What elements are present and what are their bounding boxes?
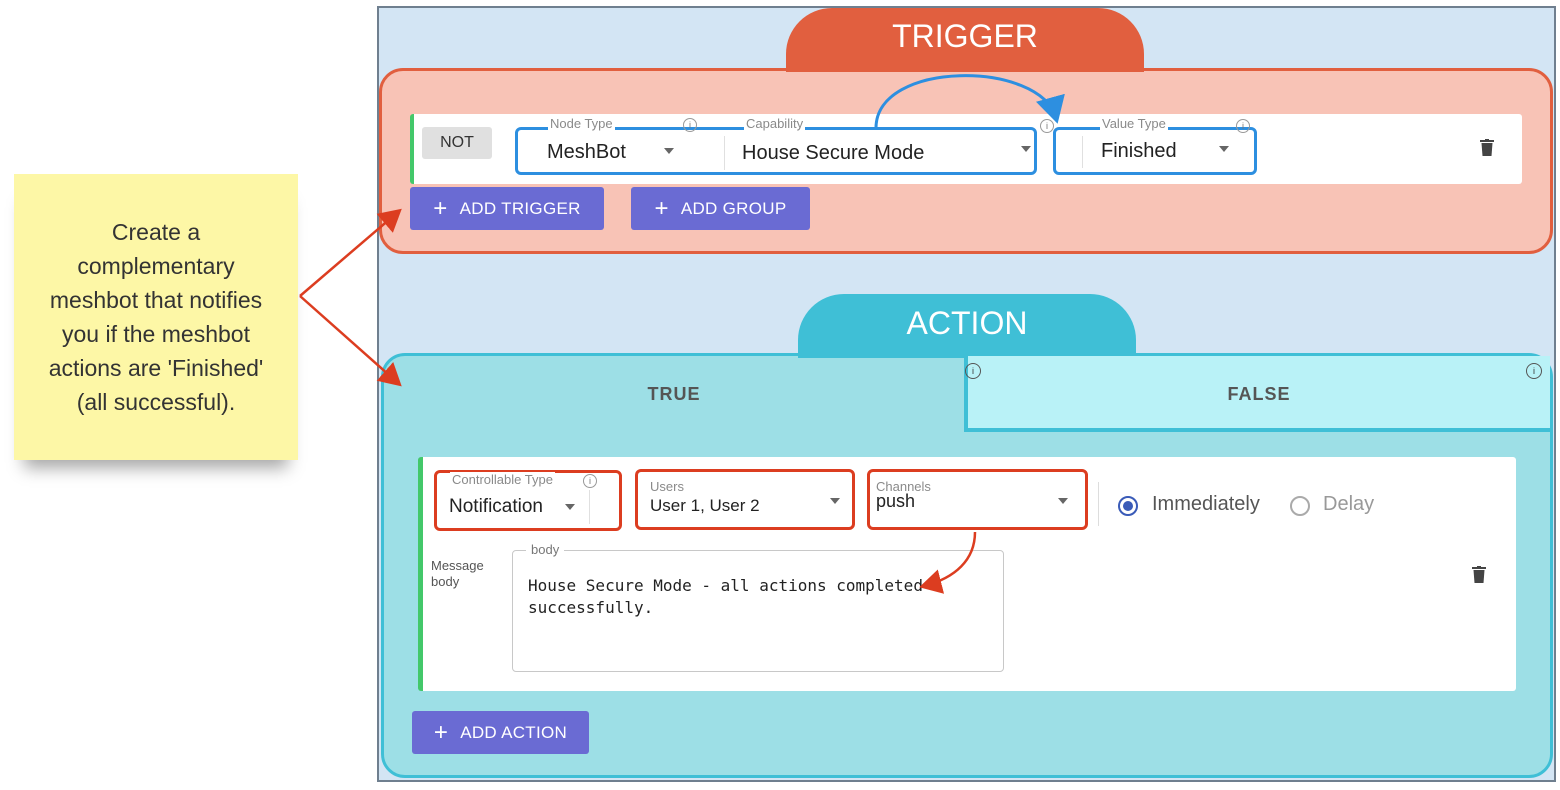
users-highlight — [635, 469, 855, 530]
chevron-down-icon — [830, 498, 840, 504]
delete-trigger-icon[interactable] — [1480, 139, 1494, 156]
trigger-header-tab — [786, 8, 1144, 72]
info-icon[interactable]: i — [1526, 363, 1542, 379]
node-type-select[interactable]: MeshBot — [528, 136, 702, 168]
node-type-label: Node Type — [548, 116, 615, 131]
not-toggle-button[interactable]: NOT — [422, 127, 492, 159]
controllable-type-label: Controllable Type — [450, 472, 555, 487]
chevron-down-icon — [1219, 146, 1229, 152]
add-trigger-button[interactable]: + ADD TRIGGER — [410, 187, 604, 230]
channels-label: Channels — [876, 479, 931, 494]
chevron-down-icon — [1058, 498, 1068, 504]
controllable-type-value: Notification — [449, 496, 543, 517]
add-group-label: ADD GROUP — [680, 198, 787, 218]
immediately-radio[interactable] — [1118, 496, 1138, 516]
capability-value: House Secure Mode — [742, 142, 925, 164]
message-body-label: Message body — [431, 558, 484, 589]
info-icon[interactable]: i — [583, 474, 597, 488]
value-type-value: Finished — [1101, 140, 1177, 162]
value-type-label: Value Type — [1100, 116, 1168, 131]
info-icon[interactable]: i — [1040, 119, 1054, 133]
info-icon[interactable]: i — [1236, 119, 1250, 133]
capability-label: Capability — [744, 116, 806, 131]
info-icon[interactable]: i — [965, 363, 981, 379]
chevron-down-icon — [565, 504, 575, 510]
delete-action-icon[interactable] — [1472, 566, 1486, 583]
users-value: User 1, User 2 — [650, 496, 760, 515]
channels-value: push — [876, 491, 916, 511]
node-type-value: MeshBot — [547, 141, 626, 163]
plus-icon: + — [433, 718, 449, 746]
channels-highlight — [867, 469, 1088, 530]
action-title: ACTION — [906, 305, 1028, 341]
divider — [1098, 482, 1099, 526]
users-label: Users — [650, 479, 684, 494]
add-action-button[interactable]: + ADD ACTION — [412, 711, 589, 754]
capability-select[interactable]: House Secure Mode — [724, 136, 1034, 170]
value-type-select[interactable]: Finished — [1082, 136, 1244, 168]
controllable-type-highlight — [434, 470, 622, 531]
trigger-title: TRIGGER — [892, 18, 1038, 54]
plus-icon: + — [654, 194, 669, 222]
chevron-down-icon — [664, 148, 674, 154]
users-select[interactable]: Users User 1, User 2 — [646, 477, 848, 523]
controllable-type-select[interactable]: Notification — [440, 490, 590, 524]
delay-radio[interactable] — [1290, 496, 1310, 516]
plus-icon: + — [433, 194, 448, 222]
immediately-label: Immediately — [1152, 493, 1260, 515]
channels-select[interactable]: Channels push — [874, 477, 1080, 523]
action-header-tab — [798, 294, 1136, 358]
tab-true[interactable]: TRUE — [647, 384, 701, 404]
tab-false[interactable]: FALSE — [964, 356, 1550, 432]
message-body-text: House Secure Mode - all actions complete… — [528, 576, 923, 617]
add-group-button[interactable]: + ADD GROUP — [631, 187, 810, 230]
tab-false-label: FALSE — [1227, 384, 1291, 404]
note-text: Create a complementary meshbot that noti… — [48, 219, 264, 415]
info-icon[interactable]: i — [683, 118, 697, 132]
add-action-label: ADD ACTION — [460, 722, 568, 742]
sticky-note: Create a complementary meshbot that noti… — [14, 174, 298, 460]
body-legend: body — [526, 542, 565, 557]
delay-label: Delay — [1323, 493, 1375, 515]
add-trigger-label: ADD TRIGGER — [459, 198, 581, 218]
chevron-down-icon — [1021, 146, 1031, 152]
